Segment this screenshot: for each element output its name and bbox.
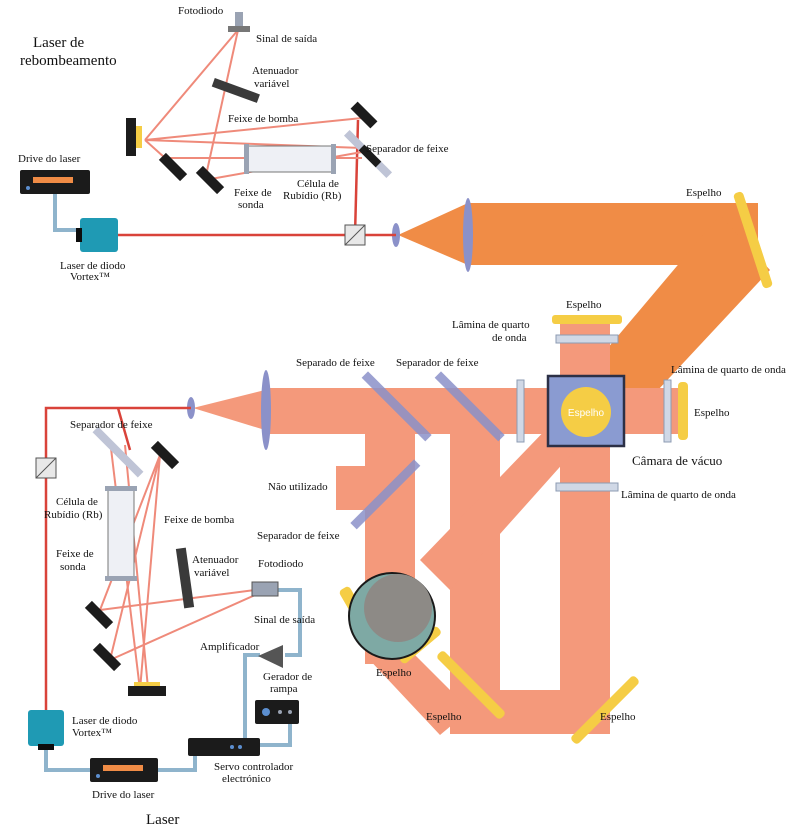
label-celula-top-2: Rubídio (Rb)	[283, 190, 342, 202]
mirror-bottom-left	[437, 651, 505, 719]
label-separador-top: Separador de feixe	[366, 143, 449, 155]
chamber-mirror-label: Espelho	[568, 408, 605, 419]
label-atenuador-top-2: variável	[254, 78, 289, 90]
label-drive-top: Drive do laser	[18, 153, 81, 165]
splitter-bottom-glass	[92, 426, 144, 478]
pink-beam-stub	[336, 466, 376, 510]
laser-diode-bottom	[28, 710, 64, 750]
label-sonda-bottom-2: sonda	[60, 561, 86, 573]
orange-beam-expanding	[398, 203, 468, 265]
pink-beam-diagonal	[420, 420, 575, 590]
mirror-mounts-top	[126, 101, 382, 195]
mirror-top-right	[733, 191, 773, 289]
pink-beam-expanding	[193, 390, 265, 430]
label-diode-bottom-1: Laser de diodo	[72, 715, 138, 727]
label-espelho-circle: Espelho	[376, 667, 412, 679]
label-amplificador: Amplificador	[200, 641, 260, 653]
label-separador-bottom-left: Separador de feixe	[70, 419, 153, 431]
label-atenuador-bottom-2: variável	[194, 567, 229, 579]
rb-cell-top	[244, 144, 336, 174]
label-espelho-bl: Espelho	[426, 711, 462, 723]
label-feixe-bomba-top: Feixe de bomba	[228, 113, 298, 125]
splitter-2	[434, 371, 505, 442]
label-nao-utilizado: Não utilizado	[268, 481, 328, 493]
cube-splitter-bottom-diag	[35, 457, 57, 479]
label-celula-bottom-1: Célula de	[56, 496, 98, 508]
label-diode-bottom-2: Vortex™	[72, 727, 112, 739]
photodiode-top	[228, 12, 250, 32]
label-lamina-top-2: de onda	[492, 332, 527, 344]
chamber-mirror-disk	[561, 387, 611, 437]
rb-cell-bottom	[105, 486, 137, 581]
servo-controller	[188, 738, 260, 756]
photodiode-bottom	[251, 581, 279, 597]
laser-diode-top	[76, 218, 118, 252]
label-drive-bottom: Drive do laser	[92, 789, 155, 801]
label-espelho-chamber-top: Espelho	[566, 299, 602, 311]
bottom-laser-lines	[44, 406, 191, 710]
label-espelho-right: Espelho	[694, 407, 730, 419]
label-feixe-bomba-bottom: Feixe de bomba	[164, 514, 234, 526]
lens-top-large	[463, 198, 473, 272]
splitter-1	[361, 371, 432, 442]
label-fotodiodo-bottom: Fotodiodo	[258, 558, 304, 570]
label-diode-top-1: Laser de diodo	[60, 260, 126, 272]
label-atenuador-top-1: Atenuador	[252, 65, 299, 77]
label-sinal-top: Sinal de saída	[256, 33, 317, 45]
label-lamina-right: Lâmina de quarto de onda	[671, 364, 786, 376]
label-espelho-top-right: Espelho	[686, 187, 722, 199]
title-repump-1: Laser de	[33, 35, 85, 51]
label-lamina-top-1: Lâmina de quarto	[452, 319, 530, 331]
title-laser: Laser	[146, 812, 179, 828]
label-espelho-br: Espelho	[600, 711, 636, 723]
label-sonda-top-1: Feixe de	[234, 187, 272, 199]
waveplate-top	[555, 334, 619, 344]
ramp-generator	[255, 700, 299, 724]
top-fiber-cables	[53, 193, 80, 232]
waveplate-right	[663, 379, 672, 443]
laser-drive-top	[20, 170, 90, 194]
waveplate-left	[516, 379, 525, 443]
waveplate-bottom	[555, 482, 619, 492]
label-gerador-2: rampa	[270, 683, 298, 695]
label-separador-2: Separador de feixe	[396, 357, 479, 369]
label-atenuador-bottom-1: Atenuador	[192, 554, 239, 566]
label-fotodiodo-top: Fotodiodo	[178, 5, 224, 17]
label-lamina-bottom: Lâmina de quarto de onda	[621, 489, 736, 501]
title-repump-2: rebombeamento	[20, 53, 117, 69]
orange-beam-diagonal	[585, 215, 770, 420]
amplifier-icon	[258, 645, 283, 668]
waveplates	[516, 334, 672, 492]
label-sonda-top-2: sonda	[238, 199, 264, 211]
splitter-3	[350, 459, 421, 530]
label-camara-vacuo: Câmara de vácuo	[632, 453, 722, 468]
round-mirror-inner	[364, 574, 432, 642]
label-sinal-bottom: Sinal de saída	[254, 614, 315, 626]
label-separador-3: Separador de feixe	[257, 530, 340, 542]
laser-drive-bottom	[90, 758, 158, 782]
pink-beam-bottom-left	[365, 655, 470, 735]
mirror-right	[678, 382, 688, 440]
label-servo-1: Servo controlador	[214, 761, 293, 773]
mirror-bottom-right	[571, 676, 639, 744]
label-separado-1: Separado de feixe	[296, 357, 375, 369]
mirror-chamber-top	[552, 315, 622, 324]
bottom-pump-probe-lines	[99, 439, 256, 691]
label-gerador-1: Gerador de	[263, 671, 312, 683]
label-diode-top-2: Vortex™	[70, 271, 110, 283]
mirror-mounts-bottom	[84, 440, 180, 696]
label-celula-bottom-2: Rubídio (Rb)	[44, 509, 103, 521]
beam-splitters	[350, 371, 505, 530]
cube-splitter-top-diag	[344, 224, 366, 246]
attenuator-bottom	[175, 547, 195, 609]
label-servo-2: electrónico	[222, 773, 271, 785]
label-celula-top-1: Célula de	[297, 178, 339, 190]
label-sonda-bottom-1: Feixe de	[56, 548, 94, 560]
lens-bottom-large	[261, 370, 271, 450]
attenuator-top	[211, 78, 260, 103]
